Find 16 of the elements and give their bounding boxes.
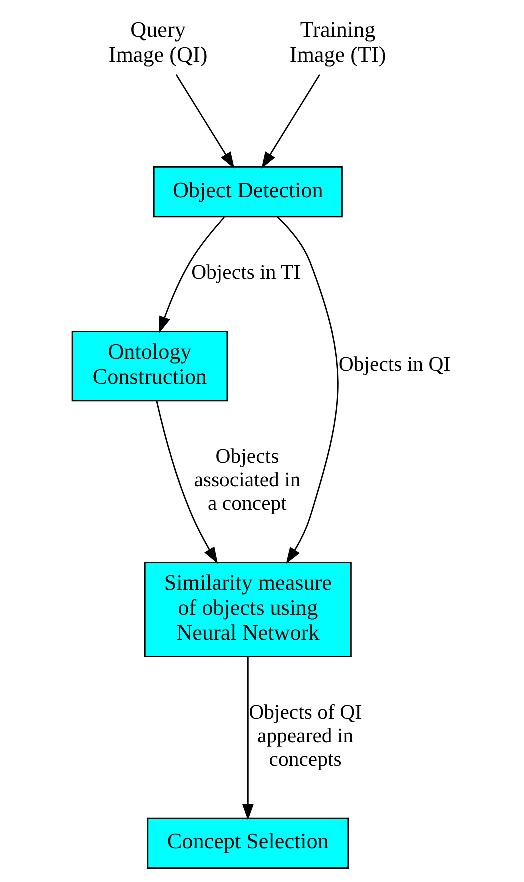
arrow <box>176 74 235 169</box>
arrow <box>156 401 218 564</box>
node-box: Similarity measure of objects using Neural Network <box>144 562 352 658</box>
edge-label: Objects of QI appeared in concepts <box>249 702 362 771</box>
node-box: Concept Selection <box>147 818 350 870</box>
edge-label: Objects in TI <box>192 262 301 284</box>
node-text: Query Image (QI) <box>108 16 208 67</box>
node-text: Training Image (TI) <box>290 16 386 67</box>
arrow <box>242 657 254 821</box>
edge-label: Objects in QI <box>338 354 451 376</box>
arrow <box>159 217 226 334</box>
arrow <box>277 216 339 564</box>
edge-label: Objects associated in a concept <box>194 446 301 516</box>
node-box: Ontology Construction <box>72 331 228 402</box>
node-box: Object Detection <box>153 166 343 218</box>
arrow <box>262 74 320 169</box>
